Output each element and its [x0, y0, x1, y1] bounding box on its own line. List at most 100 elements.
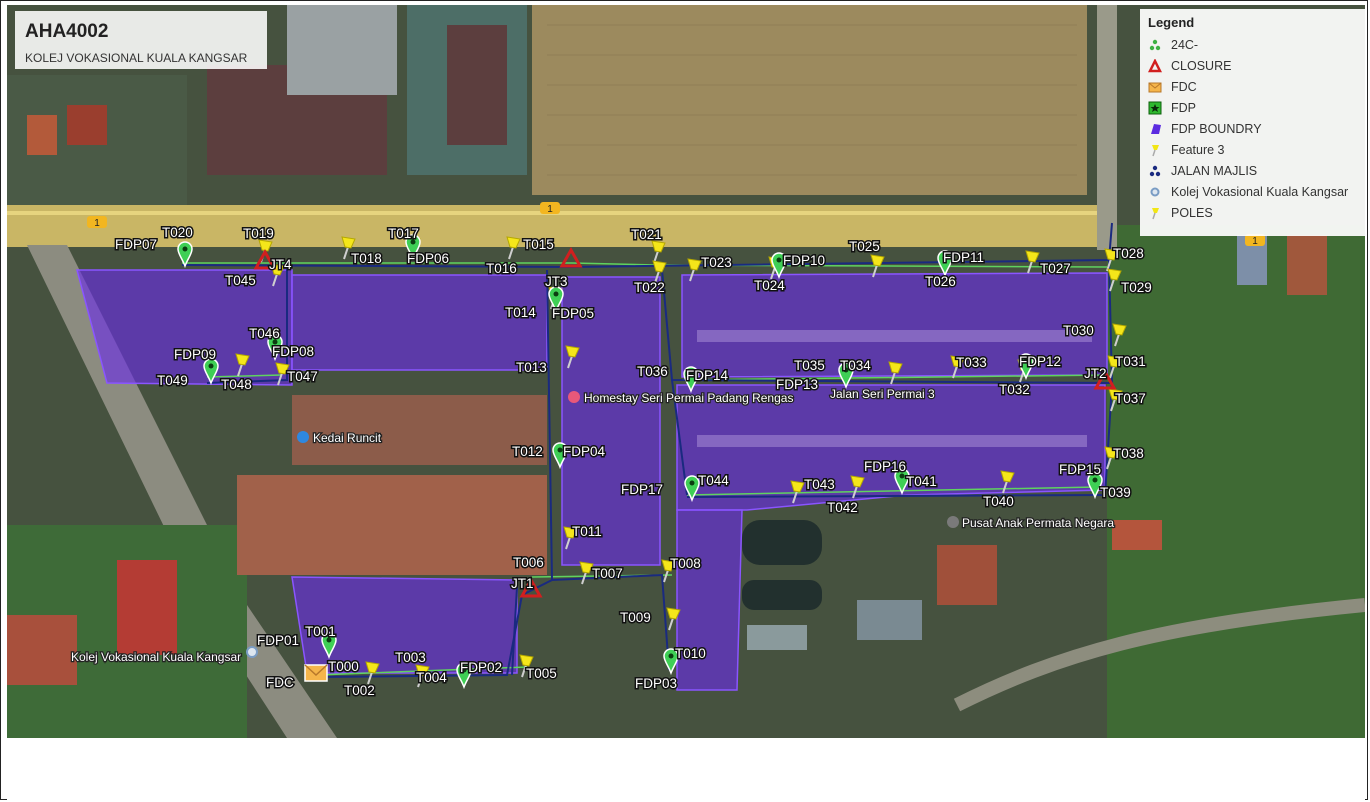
marker-label-jt3: JT3: [545, 274, 568, 289]
fdp-marker-icon[interactable]: [1018, 353, 1034, 381]
marker-label-fdp04: FDP04: [563, 444, 606, 459]
legend-item-closure[interactable]: CLOSURE: [1148, 56, 1231, 76]
fdp-boundary-area[interactable]: [291, 274, 548, 371]
pole-pin-icon[interactable]: [1104, 446, 1119, 470]
pole-pin-icon[interactable]: [519, 654, 534, 678]
pole-pin-icon[interactable]: [563, 526, 578, 550]
shop-pin-icon[interactable]: [297, 431, 309, 443]
legend-item-kolej[interactable]: Kolej Vokasional Kuala Kangsar: [1148, 182, 1348, 202]
closure-triangle-icon[interactable]: [253, 248, 277, 270]
factory-roof: [287, 5, 397, 95]
fdp-marker-icon[interactable]: [771, 252, 787, 280]
fdp-marker-icon[interactable]: [683, 366, 699, 394]
triangle-icon: [1148, 59, 1162, 73]
pole-pin-icon[interactable]: [1108, 388, 1123, 412]
jalan-label: Jalan Seri Permai 3: [830, 387, 935, 401]
legend-item-fdc[interactable]: FDC: [1148, 77, 1197, 97]
fdp-marker-icon[interactable]: [552, 442, 568, 470]
pole-pin-icon[interactable]: [579, 561, 594, 585]
marker-label-t042: T042: [827, 500, 858, 515]
fdp-marker-icon[interactable]: [267, 334, 283, 362]
fdp-marker-icon[interactable]: [1087, 472, 1103, 500]
pole-pin-icon[interactable]: [565, 345, 580, 369]
pole-pin-icon[interactable]: [1000, 470, 1015, 494]
fdp-marker-icon[interactable]: [838, 362, 854, 390]
house-roof: [1112, 520, 1162, 550]
marker-label-t044: T044: [698, 473, 729, 488]
legend-item-24c[interactable]: 24C-: [1148, 35, 1198, 55]
pole-pin-icon[interactable]: [341, 236, 356, 260]
pond: [742, 580, 822, 610]
pole-pin-icon[interactable]: [888, 361, 903, 385]
fdp-marker-icon[interactable]: [456, 662, 472, 690]
pole-pin-icon[interactable]: [870, 254, 885, 278]
pond: [742, 520, 822, 565]
closure-triangle-icon[interactable]: [519, 576, 543, 598]
pole-pin-icon[interactable]: [1107, 355, 1122, 379]
fdp-marker-icon[interactable]: [894, 468, 910, 496]
green-dots-icon: [1148, 38, 1162, 52]
marker-label-fdp14: FDP14: [686, 368, 729, 383]
pole-pin-icon[interactable]: [850, 475, 865, 499]
closure-triangle-icon[interactable]: [559, 246, 583, 268]
pole-pin-icon[interactable]: [506, 236, 521, 260]
pole-pin-icon[interactable]: [235, 353, 250, 377]
fdp-marker-icon[interactable]: [548, 286, 564, 314]
legend-item-feature3[interactable]: Feature 3: [1148, 140, 1225, 160]
pole-pin-icon[interactable]: [950, 355, 965, 379]
pole-pin-icon[interactable]: [666, 607, 681, 631]
pole-pin-icon[interactable]: [687, 258, 702, 282]
pole-pin-icon[interactable]: [415, 664, 430, 688]
marker-label-t018: T018: [351, 251, 382, 266]
fdp-marker-icon[interactable]: [663, 648, 679, 676]
fdp-marker-icon[interactable]: [203, 358, 219, 386]
fdp-boundary-area[interactable]: [676, 509, 743, 691]
pole-pin-icon[interactable]: [1112, 323, 1127, 347]
pole-pin-icon[interactable]: [790, 480, 805, 504]
fdp-marker-icon[interactable]: [937, 250, 953, 278]
marker-label-t020: T020: [162, 225, 193, 240]
legend-label: CLOSURE: [1171, 59, 1232, 73]
fdc-envelope-icon[interactable]: [304, 664, 328, 682]
marker-label-t015: T015: [523, 237, 554, 252]
homestay-pin-icon[interactable]: [568, 391, 580, 403]
fdp-boundary-area[interactable]: [561, 276, 661, 566]
pole-pin-icon[interactable]: [275, 362, 290, 386]
legend-item-poles[interactable]: POLES: [1148, 203, 1213, 223]
marker-label-t000: T000: [328, 659, 359, 674]
marker-label-fdp03: FDP03: [635, 676, 677, 691]
marker-label-t027: T027: [1040, 261, 1071, 276]
closure-triangle-icon[interactable]: [1093, 368, 1117, 390]
marker-label-t030: T030: [1063, 323, 1094, 338]
pole-pin-icon[interactable]: [1025, 250, 1040, 274]
legend-title: Legend: [1148, 15, 1195, 30]
marker-label-t021: T021: [631, 227, 662, 242]
kolej-pin-icon[interactable]: [246, 646, 258, 658]
legend-item-jalan-majlis[interactable]: JALAN MAJLIS: [1148, 161, 1257, 181]
marker-label-t039: T039: [1100, 485, 1131, 500]
legend-item-fdp-boundry[interactable]: FDP BOUNDRY: [1148, 119, 1262, 139]
fdp-marker-icon[interactable]: [321, 632, 337, 660]
fdp-boundary-area[interactable]: [291, 576, 518, 674]
pole-pin-icon[interactable]: [365, 661, 380, 685]
pole-pin-icon[interactable]: [652, 260, 667, 284]
fdp-marker-icon[interactable]: [684, 475, 700, 503]
marker-label-t008: T008: [670, 556, 701, 571]
legend-label: Feature 3: [1171, 143, 1225, 157]
fdp-marker-icon[interactable]: [177, 241, 193, 269]
marker-label-t023: T023: [701, 255, 732, 270]
legend-item-fdp[interactable]: FDP: [1148, 98, 1196, 118]
house-roof: [27, 115, 57, 155]
fdp-boundary[interactable]: [76, 269, 1108, 691]
svg-text:1: 1: [1252, 236, 1258, 247]
fdp-marker-icon[interactable]: [405, 234, 421, 262]
pole-pin-icon[interactable]: [1107, 268, 1122, 292]
pusat-pin-icon[interactable]: [947, 516, 959, 528]
pole-pin-icon[interactable]: [661, 559, 676, 583]
map-canvas[interactable]: 1 1 1 T020FDP07T019T045JT4T018T017FDP06T…: [7, 5, 1365, 738]
farmland: [532, 5, 1087, 195]
marker-label-fdp12: FDP12: [1019, 354, 1061, 369]
